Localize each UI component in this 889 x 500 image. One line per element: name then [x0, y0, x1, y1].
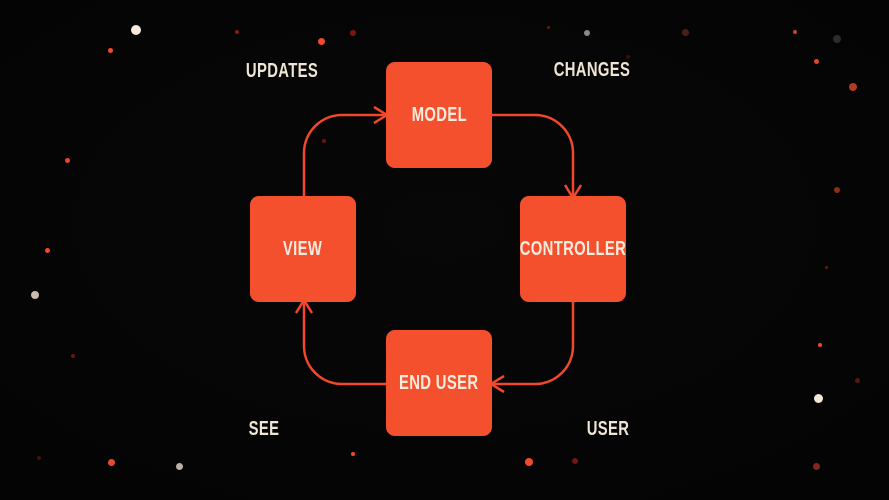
particle-dot [626, 55, 630, 59]
particle-dot [793, 30, 797, 34]
node-end-user: END USER [386, 330, 492, 436]
particle-dot [107, 47, 113, 53]
particle-dot [71, 354, 75, 358]
node-model-label: MODEL [411, 104, 467, 126]
particle-dot [175, 462, 183, 470]
particle-dot [818, 343, 822, 347]
particle-dot [834, 187, 840, 193]
particle-dot [546, 25, 550, 29]
particle-dot [584, 30, 590, 36]
particle-dot [854, 377, 860, 383]
particle-dot [525, 458, 533, 466]
particle-dot [31, 291, 39, 299]
node-view: VIEW [250, 196, 356, 302]
particle-dot [681, 28, 689, 36]
particle-dot [824, 265, 828, 269]
node-model: MODEL [386, 62, 492, 168]
particle-dot [833, 35, 841, 43]
particle-dot [812, 462, 820, 470]
particle-dot [131, 25, 141, 35]
node-end-user-label: END USER [399, 372, 479, 394]
edge-label-updates: UPDATES [245, 60, 319, 82]
particle-dot [813, 393, 823, 403]
particle-dot [350, 30, 356, 36]
node-view-label: VIEW [283, 238, 323, 260]
particle-dot [37, 456, 41, 460]
node-controller-label: CONTROLLER [519, 238, 627, 260]
particle-dot [44, 247, 50, 253]
edge-label-user: USER [586, 418, 630, 440]
particle-dot [235, 30, 239, 34]
particle-dot [813, 58, 819, 64]
particle-dot [572, 458, 578, 464]
particle-dot [351, 452, 355, 456]
particle-dot [107, 458, 115, 466]
edge-label-changes: CHANGES [553, 59, 631, 81]
node-controller: CONTROLLER [520, 196, 626, 302]
particle-dot [849, 83, 857, 91]
particle-dot [322, 139, 326, 143]
particle-dot [64, 157, 70, 163]
particle-dot [317, 37, 325, 45]
edge-label-see: SEE [248, 418, 280, 440]
